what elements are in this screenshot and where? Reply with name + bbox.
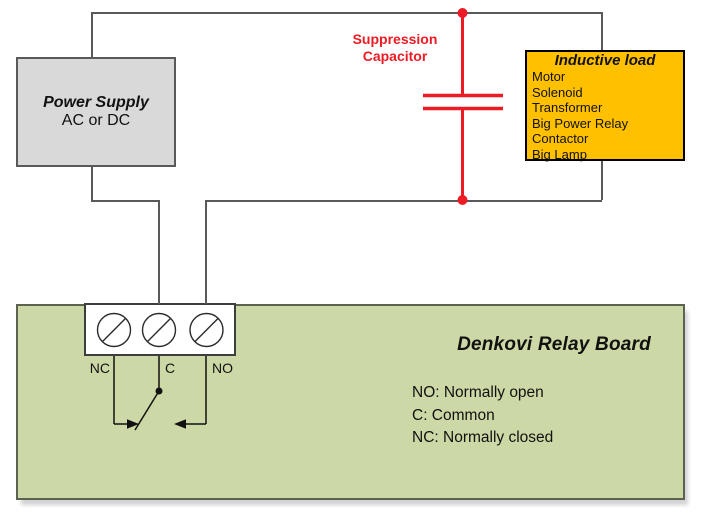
load-item: Contactor [532, 131, 589, 147]
power-supply-title: Power Supply [43, 94, 149, 111]
suppression-capacitor-label: Suppression Capacitor [330, 31, 460, 65]
power-supply-subtitle: AC or DC [61, 112, 131, 129]
load-item: Motor [532, 69, 566, 84]
capacitor-label-line2: Capacitor [362, 48, 428, 64]
junction-dot-top [457, 8, 468, 18]
legend-line-nc: NC: Normally closed [412, 429, 554, 446]
relay-board-legend: NO: Normally open C: Common NC: Normally… [412, 382, 553, 450]
legend-line-no: NO: Normally open [412, 384, 544, 401]
relay-switch-symbol [113, 356, 207, 431]
relay-board-title: Denkovi Relay Board [457, 334, 651, 355]
capacitor-symbol [423, 8, 503, 205]
load-item: Big Power Relay [532, 115, 629, 131]
load-item: Big Lamp [532, 146, 587, 162]
legend-line-c: C: Common [412, 406, 495, 424]
terminal-label-c: C [165, 360, 176, 376]
capacitor-label-line1: Suppression [352, 31, 438, 47]
load-item: Transformer [532, 100, 603, 116]
power-supply-box: Power Supply AC or DC [16, 57, 176, 167]
arrowhead-no [174, 419, 186, 429]
terminal-label-nc: NC [89, 360, 110, 376]
switch-blade [134, 390, 160, 431]
screw-terminal-icons [96, 312, 224, 348]
load-item: Solenoid [532, 84, 583, 100]
terminal-label-no: NO [212, 360, 233, 376]
inductive-load-items: Motor Solenoid Transformer Big Power Rel… [527, 69, 683, 163]
junction-dot-bottom [457, 195, 468, 205]
inductive-load-title: Inductive load [554, 52, 656, 69]
arrowhead-nc [127, 419, 139, 429]
inductive-load-box: Inductive load Motor Solenoid Transforme… [525, 50, 685, 163]
